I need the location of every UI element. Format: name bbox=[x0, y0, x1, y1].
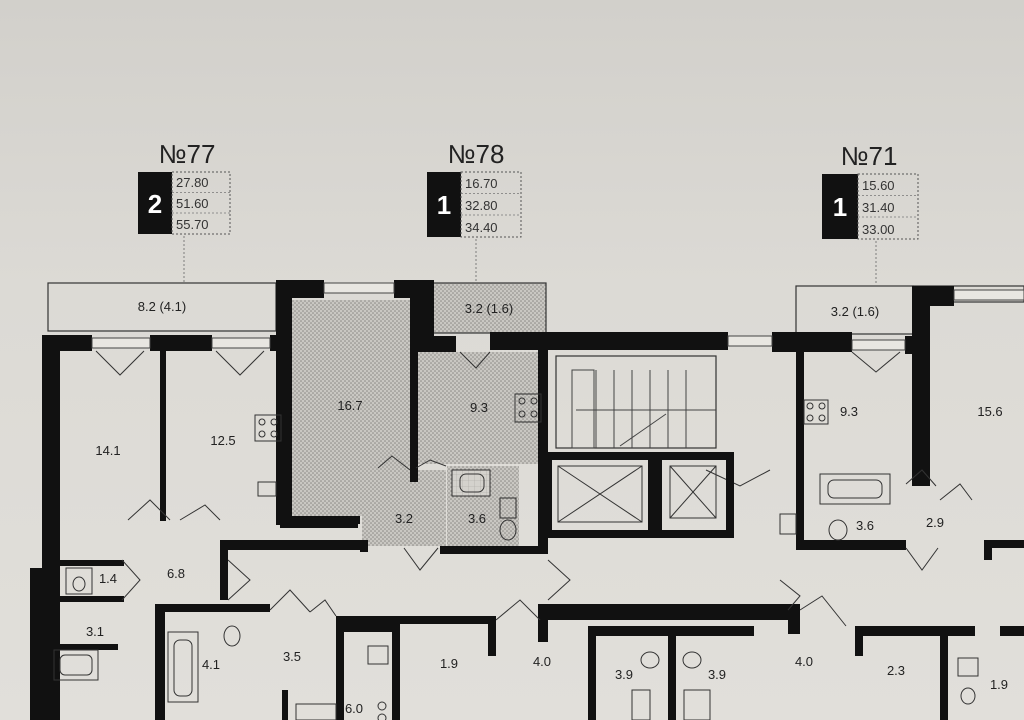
room-3-6-apt71: 3.6 bbox=[856, 518, 874, 533]
room-fill-hall-78 bbox=[362, 470, 446, 546]
total-area: 51.60 bbox=[176, 196, 209, 211]
apartment-number: №77 bbox=[159, 139, 216, 169]
total-area: 31.40 bbox=[862, 200, 895, 215]
apartment-number: №78 bbox=[448, 139, 505, 169]
balcony-77-label: 8.2 (4.1) bbox=[138, 299, 186, 314]
living-area: 27.80 bbox=[176, 175, 209, 190]
elevators bbox=[544, 452, 734, 538]
room-3-1: 3.1 bbox=[86, 624, 104, 639]
total-area-with-balcony: 33.00 bbox=[862, 222, 895, 237]
room-fill-kitchen-78 bbox=[418, 352, 542, 464]
room-9-3-apt71: 9.3 bbox=[840, 404, 858, 419]
fixtures bbox=[53, 393, 979, 720]
room-1-9-right: 1.9 bbox=[990, 677, 1008, 692]
room-labels: 8.2 (4.1) 3.2 (1.6) 3.2 (1.6) 14.1 12.5 … bbox=[86, 299, 1008, 716]
room-2-9: 2.9 bbox=[926, 515, 944, 530]
room-4-0-left: 4.0 bbox=[533, 654, 551, 669]
rooms-count: 1 bbox=[833, 192, 847, 222]
room-15-6: 15.6 bbox=[977, 404, 1002, 419]
room-6-8: 6.8 bbox=[167, 566, 185, 581]
apartment-number: №71 bbox=[841, 141, 898, 171]
windows bbox=[91, 282, 1024, 351]
room-1-4: 1.4 bbox=[99, 571, 117, 586]
living-area: 16.70 bbox=[465, 176, 498, 191]
room-9-3-apt78: 9.3 bbox=[470, 400, 488, 415]
rooms-badge bbox=[822, 174, 858, 239]
room-fill-balcony-78 bbox=[433, 283, 546, 333]
total-area-with-balcony: 34.40 bbox=[465, 220, 498, 235]
total-area-with-balcony: 55.70 bbox=[176, 217, 209, 232]
room-4-1: 4.1 bbox=[202, 657, 220, 672]
walls bbox=[30, 280, 1024, 720]
door-swings bbox=[95, 350, 973, 627]
room-3-2: 3.2 bbox=[395, 511, 413, 526]
room-2-3: 2.3 bbox=[887, 663, 905, 678]
rooms-count: 2 bbox=[148, 189, 162, 219]
room-3-9-right: 3.9 bbox=[708, 667, 726, 682]
room-14-1: 14.1 bbox=[95, 443, 120, 458]
room-1-9-left: 1.9 bbox=[440, 656, 458, 671]
total-area: 32.80 bbox=[465, 198, 498, 213]
apartment-71-card[interactable]: №71 1 15.60 31.40 33.00 bbox=[822, 141, 919, 285]
balcony-71-label: 3.2 (1.6) bbox=[831, 304, 879, 319]
stairwell bbox=[555, 355, 717, 449]
room-3-9-left: 3.9 bbox=[615, 667, 633, 682]
apartment-78-card[interactable]: №78 1 16.70 32.80 34.40 bbox=[427, 139, 522, 282]
room-16-7: 16.7 bbox=[337, 398, 362, 413]
room-3-6-apt78: 3.6 bbox=[468, 511, 486, 526]
room-12-5: 12.5 bbox=[210, 433, 235, 448]
balcony-78-label: 3.2 (1.6) bbox=[465, 301, 513, 316]
room-6-0: 6.0 bbox=[345, 701, 363, 716]
rooms-badge bbox=[138, 172, 172, 234]
room-3-5: 3.5 bbox=[283, 649, 301, 664]
apartment-77-card[interactable]: №77 2 27.80 51.60 55.70 bbox=[138, 139, 231, 282]
rooms-badge bbox=[427, 172, 461, 237]
room-4-0-right: 4.0 bbox=[795, 654, 813, 669]
living-area: 15.60 bbox=[862, 178, 895, 193]
rooms-count: 1 bbox=[437, 190, 451, 220]
